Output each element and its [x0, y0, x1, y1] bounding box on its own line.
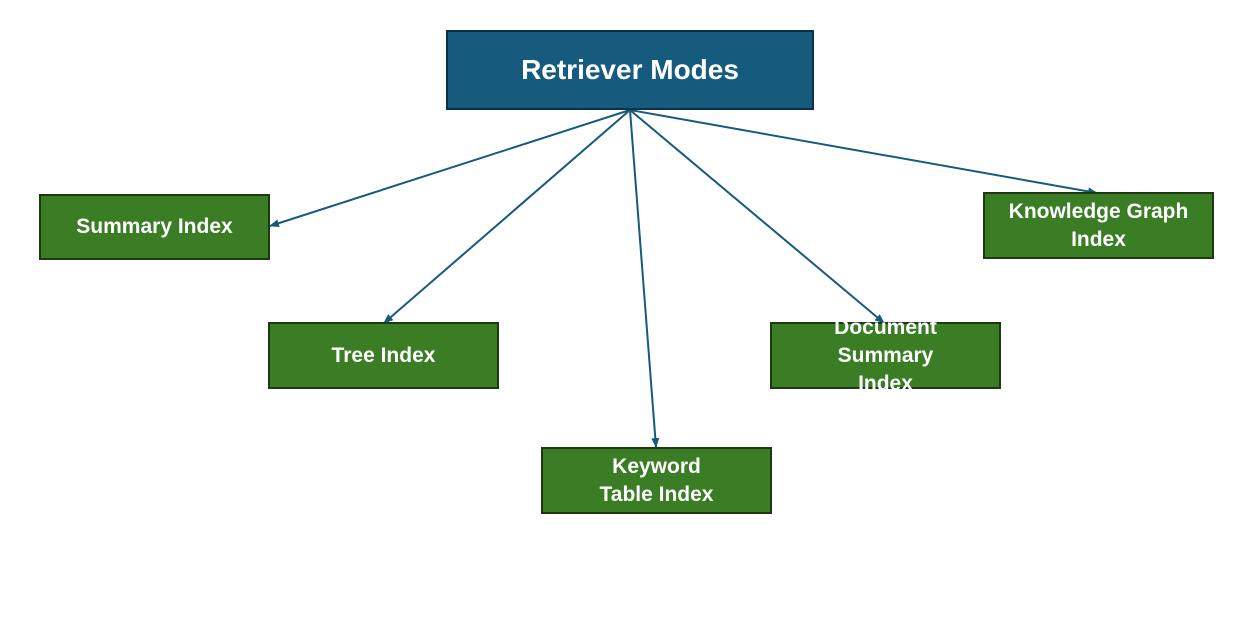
node-tree-index: Tree Index	[268, 322, 499, 389]
arrow-to-knowledge-graph-index	[629, 109, 1098, 196]
arrow-to-document-summary-index	[629, 109, 885, 324]
node-knowledge-graph-index-label: Knowledge Graph Index	[1008, 199, 1189, 251]
root-node-label: Retriever Modes	[521, 54, 739, 85]
arrow-to-summary-index	[269, 109, 631, 228]
node-knowledge-graph-index: Knowledge Graph Index	[983, 192, 1214, 259]
node-document-summary-index-label: Document Summary Index	[834, 315, 937, 395]
arrow-to-tree-index	[383, 109, 631, 324]
node-summary-index: Summary Index	[39, 194, 270, 260]
node-tree-index-label: Tree Index	[331, 343, 436, 367]
node-keyword-table-index: Keyword Table Index	[541, 447, 772, 514]
node-document-summary-index: Document Summary Index	[770, 316, 1001, 395]
root-node-retriever-modes: Retriever Modes	[446, 30, 814, 110]
arrow-to-keyword-table-index	[629, 109, 660, 448]
node-summary-index-label: Summary Index	[76, 215, 233, 238]
node-keyword-table-index-label: Keyword Table Index	[599, 454, 714, 506]
